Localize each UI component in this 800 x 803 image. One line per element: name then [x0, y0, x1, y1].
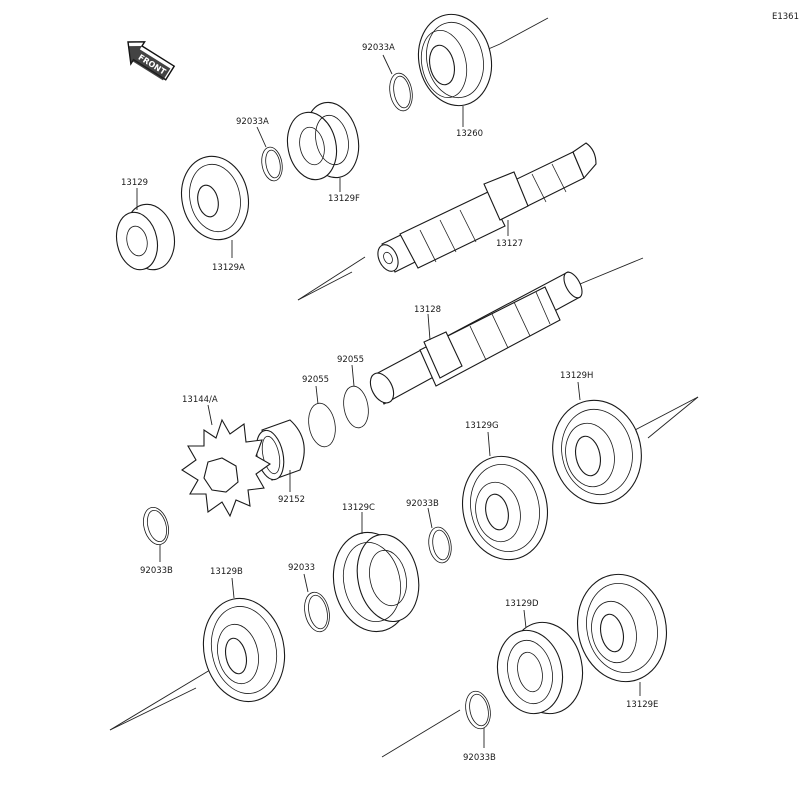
label-13129h: 13129H — [560, 371, 593, 381]
label-13129a: 13129A — [212, 263, 245, 273]
gear-13129g — [461, 431, 549, 561]
sprocket-13144a — [181, 404, 272, 518]
label-13129c: 13129C — [342, 503, 375, 513]
gear-13129c — [332, 512, 420, 633]
label-13260: 13260 — [456, 129, 483, 139]
label-92055-b: 92055 — [337, 355, 364, 365]
label-92033b-left: 92033B — [140, 566, 173, 576]
axis-guide-lines — [109, 17, 699, 758]
label-13129g: 13129G — [465, 421, 499, 431]
gear-13129h — [552, 381, 642, 505]
gear-13129b — [202, 577, 286, 703]
gear-13260 — [417, 13, 493, 127]
oring-92055-a — [308, 385, 336, 448]
label-13129f: 13129F — [328, 194, 360, 204]
label-92033b-bottom: 92033B — [463, 753, 496, 763]
label-92033b-mid: 92033B — [406, 499, 439, 509]
circlip-92033b-mid — [427, 507, 452, 564]
gear-13129 — [115, 188, 176, 271]
label-13129d: 13129D — [505, 599, 539, 609]
label-13127: 13127 — [496, 239, 523, 249]
shaft-13128 — [369, 271, 583, 405]
shaft-13127 — [377, 142, 597, 273]
label-92033: 92033 — [288, 563, 315, 573]
circlip-92033b-bottom — [465, 690, 491, 748]
circlip-92033a-top — [382, 54, 413, 112]
oring-92055-b — [343, 364, 369, 429]
circlip-92033a-mid — [256, 126, 283, 182]
label-92033a-top: 92033A — [362, 43, 395, 53]
label-13129: 13129 — [121, 178, 148, 188]
gear-13129d — [496, 609, 584, 715]
label-13129e: 13129E — [626, 700, 658, 710]
label-13129b: 13129B — [210, 567, 243, 577]
circlip-92033b-left — [143, 506, 169, 562]
front-arrow-icon: FRONT — [127, 41, 176, 81]
figure-code: E1361 — [772, 12, 799, 22]
label-92055-a: 92055 — [302, 375, 329, 385]
label-13128: 13128 — [414, 305, 441, 315]
label-92033a-mid: 92033A — [236, 117, 269, 127]
label-13144a: 13144/A — [182, 395, 218, 405]
circlip-92033 — [303, 573, 330, 633]
gear-13129a — [181, 155, 249, 258]
gear-13129f — [286, 101, 360, 192]
label-92152: 92152 — [278, 495, 305, 505]
gear-13129e — [576, 573, 668, 696]
